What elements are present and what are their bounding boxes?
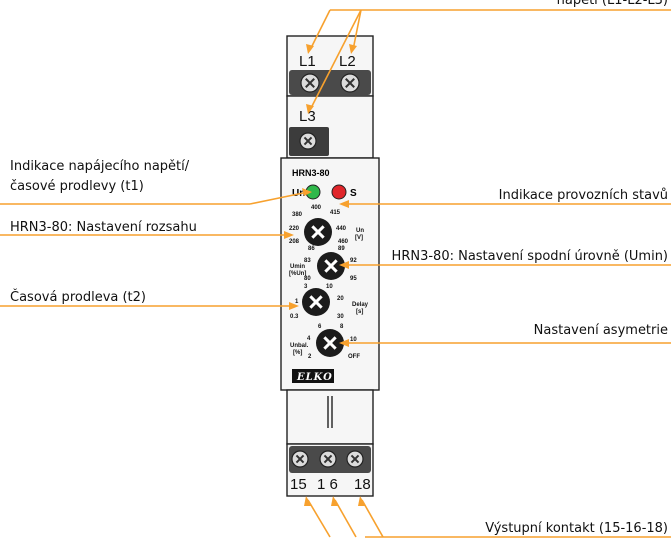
dial-unbal-tick: 4 [307,336,311,342]
dial-umin-tick: 95 [350,276,357,282]
terminal-l2: L2 [339,53,356,70]
dial-delay-unit-s: [s] [356,309,363,315]
dial-delay-tick: 1 [295,299,299,305]
label-supply-voltage: napětí (L1-L2-L3) [557,0,668,8]
model-name: HRN3-80 [292,168,330,178]
dial-umin-tick: 80 [304,276,311,282]
label-indication-left-2: časové prodlevy (t1) [10,179,144,194]
label-status-indication: Indikace provozních stavů [499,188,668,203]
dial-unbal-unit: Unbal. [290,343,309,349]
dial-un-unit: Un [356,228,364,234]
terminal-l1: L1 [299,53,316,70]
label-indication-left-1: Indikace napájecího napětí/ [10,159,190,174]
dial-delay-tick: 30 [337,314,344,320]
dial-unbal-unit-pct: [%] [293,350,302,356]
dial-un-tick: 400 [311,205,322,211]
dial-delay-tick: 10 [326,284,333,290]
leader-lines [0,9,671,538]
screw-terminal-icon [291,73,364,468]
dial-umin[interactable] [317,252,345,280]
dial-umin-tick: 83 [304,258,311,264]
terminal-l3: L3 [299,108,316,125]
dial-delay-unit: Delay [352,302,369,308]
dial-un-unit-v: [V] [355,235,363,241]
dial-unbal-tick: 8 [340,324,344,330]
dial-un-tick: 208 [289,239,300,245]
dial-un-tick: 460 [338,239,349,245]
dial-un-tick: 415 [330,210,341,216]
dial-umin-tick: 86 [308,246,315,252]
label-range-setting: HRN3-80: Nastavení rozsahu [10,220,197,235]
dial-unbal-tick: 2 [308,354,312,360]
dial-delay-tick: 0.3 [290,314,299,320]
dial-unbalance[interactable] [316,329,344,357]
label-lower-level-setting: HRN3-80: Nastavení spodní úrovně (Umin) [392,249,668,264]
dial-unbal-tick: 10 [350,337,357,343]
terminal-16: 1 6 [317,476,338,493]
arrowheads [284,44,366,506]
led-s-label: S [350,188,357,199]
label-asymmetry-setting: Nastavení asymetrie [534,323,668,338]
dial-un-tick: 380 [292,212,303,218]
label-time-delay: Časová prodleva (t2) [10,289,146,305]
dial-delay[interactable] [302,288,330,316]
dial-un-tick: 220 [289,226,300,232]
dial-un-range[interactable] [304,218,332,246]
dial-delay-tick: 20 [337,296,344,302]
dial-umin-tick: 89 [338,246,345,252]
dial-unbal-tick: OFF [348,354,360,360]
dial-delay-tick: 3 [304,284,308,290]
label-output-contact: Výstupní kontakt (15-16-18) [485,521,668,536]
dial-umin-unit-pct: [%Un] [289,271,306,277]
dial-umin-unit: Umin [290,264,305,270]
brand-logo [292,369,334,383]
brand-logo-text: ELKO [296,372,333,383]
dial-unbal-tick: 6 [318,324,322,330]
terminal-18: 18 [354,476,371,493]
led-red-icon [331,184,347,200]
dial-umin-tick: 92 [350,258,357,264]
terminal-15: 15 [290,476,307,493]
dial-un-tick: 440 [336,226,347,232]
